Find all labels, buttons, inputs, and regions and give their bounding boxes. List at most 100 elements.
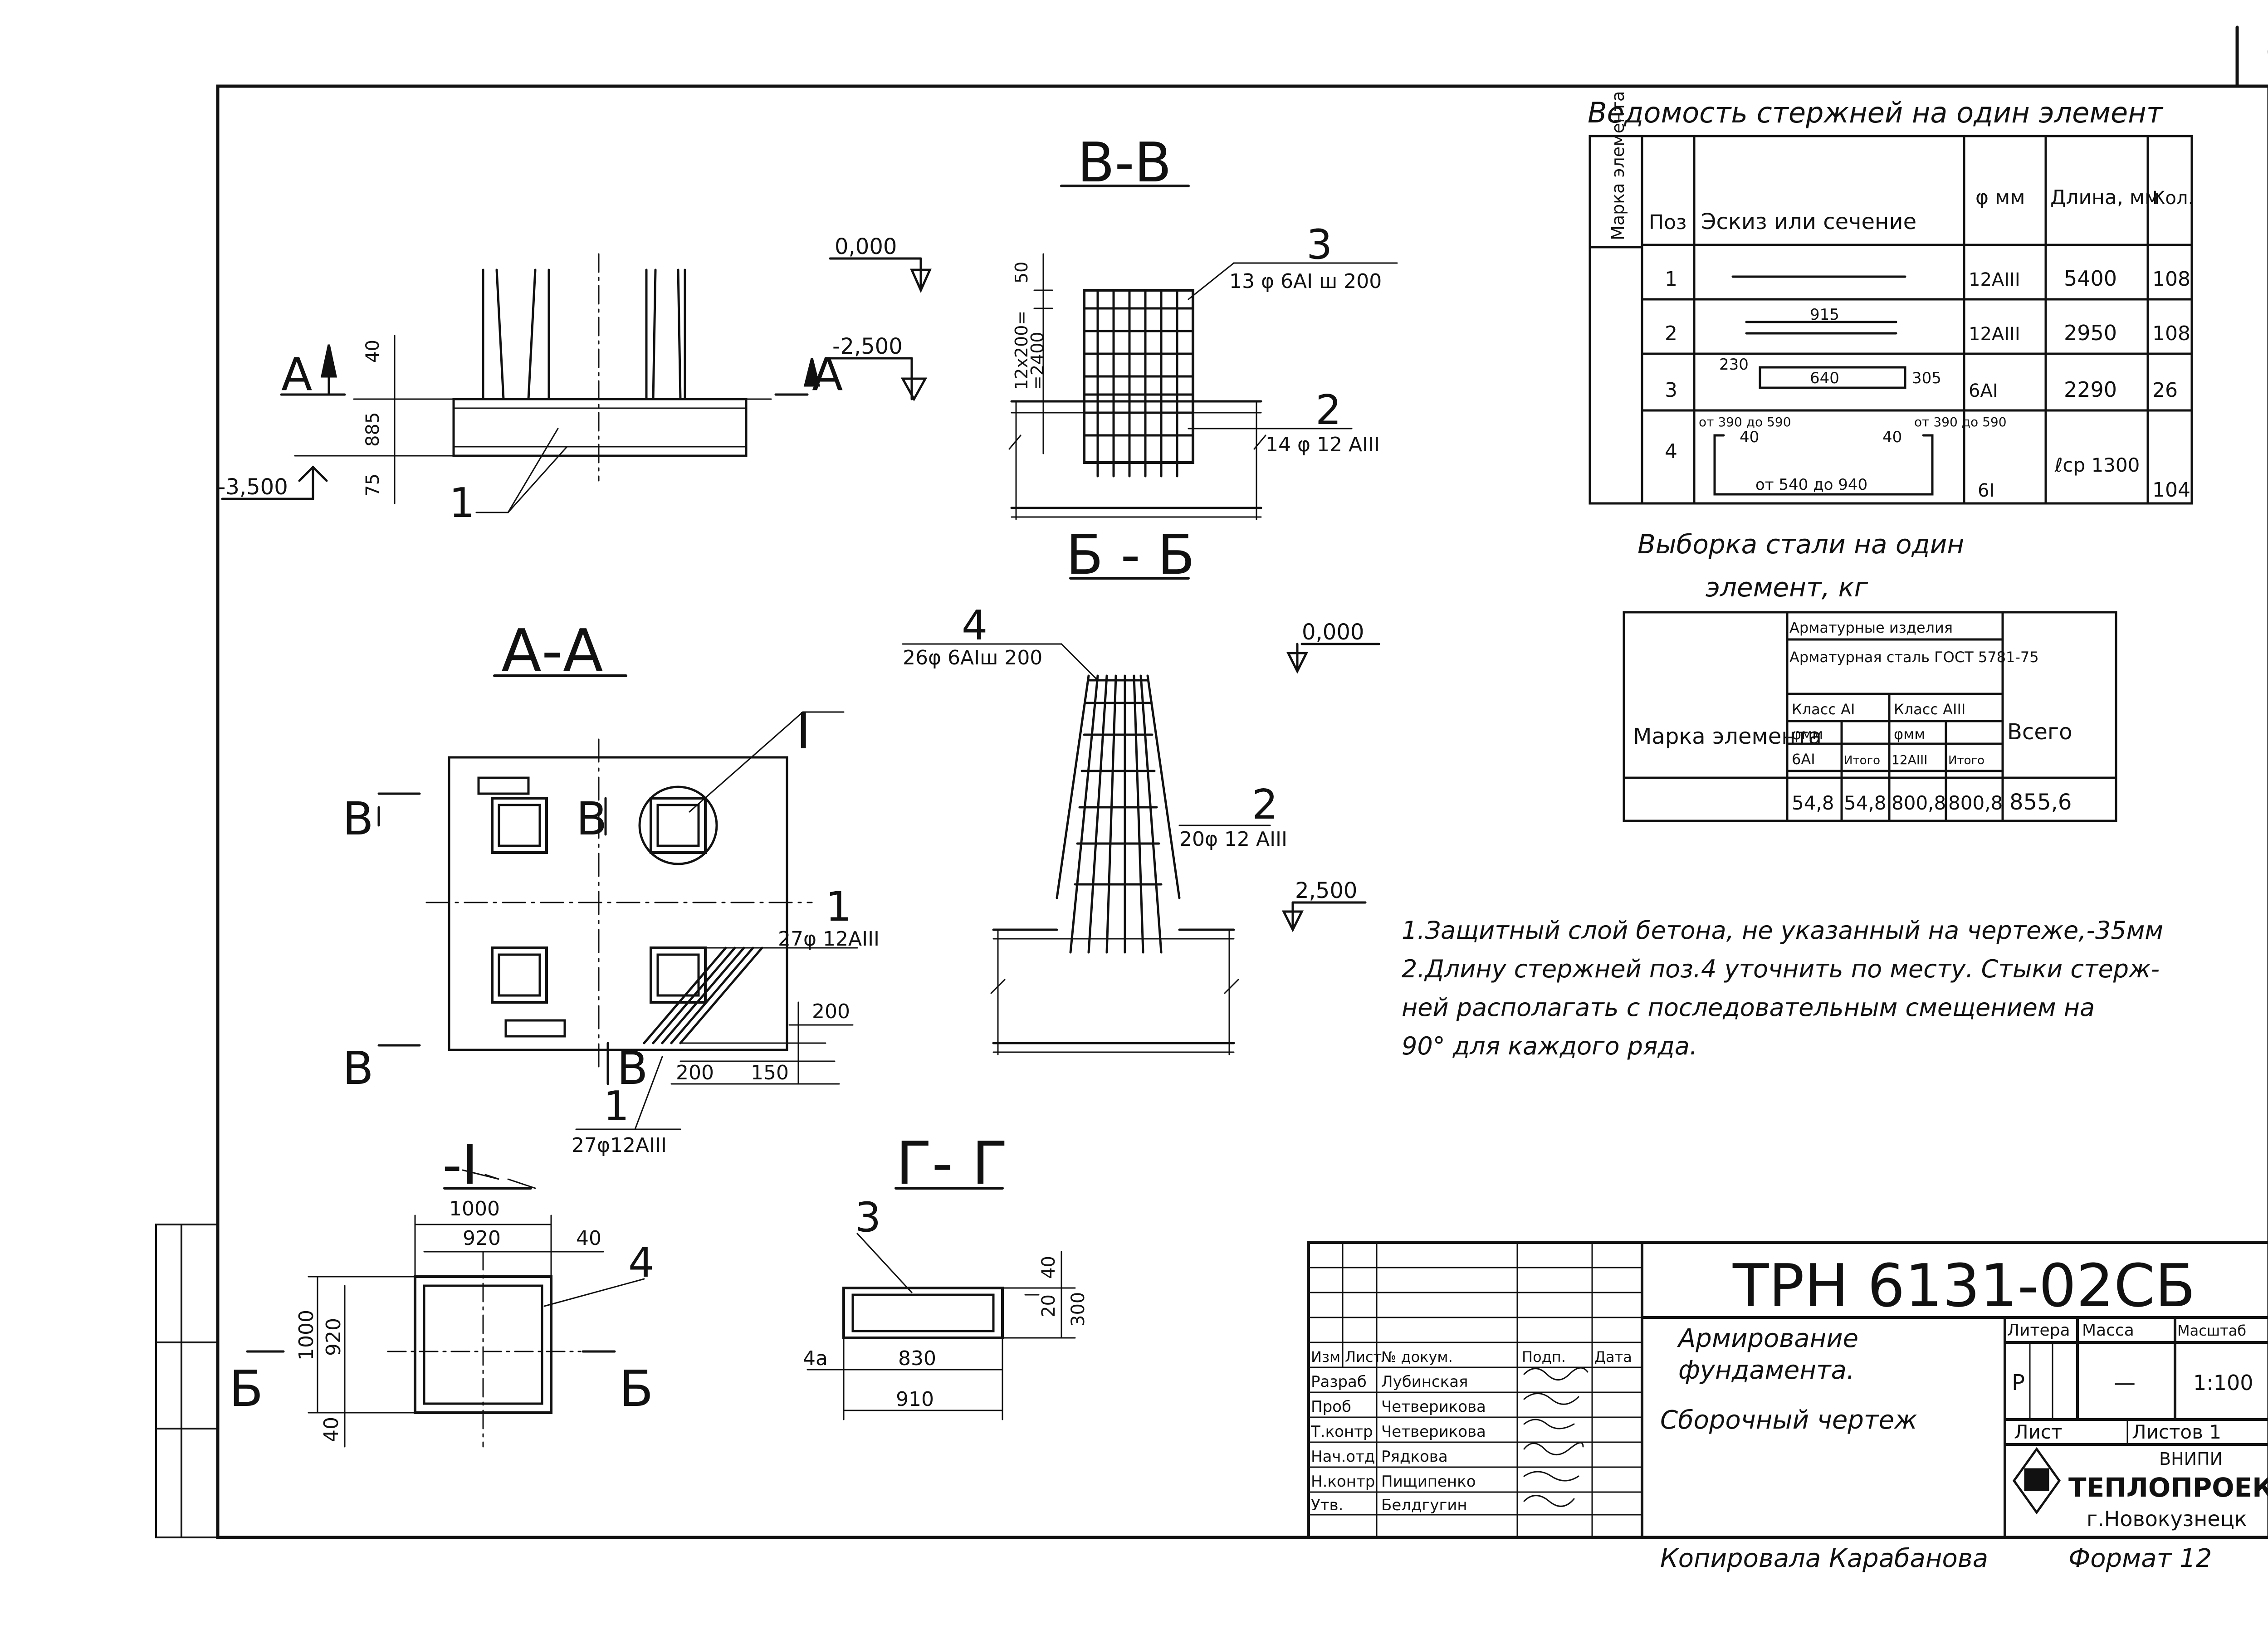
marker-b-right: Б	[619, 1360, 653, 1418]
detail-title: -I	[442, 1134, 478, 1197]
rebar-row-2-length: 2950	[2064, 321, 2117, 345]
page-number: 9	[2266, 38, 2268, 76]
dim-50: 50	[1012, 262, 1031, 283]
tb-header-list: Лист	[1345, 1348, 1382, 1366]
rebar-header-mark: Марка элемента	[1608, 91, 1628, 240]
callout-4-detail: 4	[628, 1239, 654, 1287]
dim-920-v: 920	[322, 1318, 345, 1356]
section-title-a-a: А-А	[501, 616, 603, 685]
tb-header-doc: № докум.	[1381, 1348, 1453, 1366]
tb-name-4: Рядкова	[1381, 1448, 1448, 1466]
steel-header-products: Арматурные изделия	[1789, 619, 1953, 636]
tb-name-3: Четверикова	[1381, 1423, 1486, 1441]
sketch-label-bottom: от 540 до 940	[1755, 476, 1867, 494]
rebar-row-3-length: 2290	[2064, 377, 2117, 402]
callout-1-plan-b: 1	[603, 1083, 629, 1130]
dim-20-g: 20	[1038, 1294, 1059, 1317]
marker-v-mid: В	[576, 792, 607, 845]
tb-name-1: Лубинская	[1381, 1373, 1468, 1391]
section-title-g-g: Г- Г	[896, 1129, 1008, 1198]
drawing-name-1: Армирование	[1677, 1324, 1858, 1353]
left-binding-strip	[155, 1224, 219, 1538]
steel-value-itogo-2: 800,8	[1948, 792, 2003, 814]
callout-1-elev: 1	[449, 479, 475, 527]
steel-table-title-2: элемент, кг	[1706, 572, 1868, 603]
tb-header-masshtab: Масштаб	[2177, 1322, 2246, 1339]
rebar-row-3-qty: 26	[2152, 379, 2178, 402]
dim-40-detail: 40	[576, 1227, 601, 1250]
callout-1-plan-b-spec: 27φ12AIII	[572, 1134, 667, 1157]
marker-a-right: А	[812, 348, 843, 401]
section-v-v	[829, 185, 1398, 520]
rebar-row-4-length: ℓср 1300	[2054, 454, 2140, 476]
rebar-header-qty: Кол.	[2152, 188, 2194, 209]
drawing-name-2: фундамента.	[1678, 1356, 1855, 1385]
callout-2b-spec: 20φ 12 AIII	[1179, 828, 1287, 851]
dim-830: 830	[898, 1347, 936, 1370]
callout-3: 3	[1306, 221, 1332, 268]
rebar-header-sketch: Эскиз или сечение	[1701, 209, 1916, 234]
dim-40-g: 40	[1038, 1256, 1059, 1279]
sketch-label-40a: 40	[1740, 428, 1759, 446]
tb-masshtab: 1:100	[2193, 1371, 2253, 1395]
steel-header-itogo-2: Итого	[1948, 754, 1984, 767]
steel-header-steel: Арматурная сталь ГОСТ 5781-75	[1789, 649, 2039, 666]
rebar-row-4-qty: 104	[2152, 478, 2190, 502]
sketch-label-915: 915	[1810, 306, 1839, 324]
dim-40: 40	[362, 340, 383, 363]
note-line-4: 90° для каждого ряда.	[1402, 1032, 1697, 1060]
drawing-name-3: Сборочный чертеж	[1660, 1405, 1917, 1435]
steel-header-total: Всего	[2007, 719, 2072, 745]
rebar-row-1-qty: 108	[2152, 268, 2190, 291]
marker-b-left: Б	[229, 1360, 263, 1418]
footer-format: Формат 12	[2068, 1544, 2212, 1573]
tb-role-1: Разраб	[1311, 1373, 1367, 1391]
rebar-row-2-diam: 12AIII	[1969, 324, 2020, 345]
rebar-table-grid	[1589, 135, 2193, 505]
tb-massa: —	[2114, 1370, 2136, 1395]
tb-name-2: Четверикова	[1381, 1398, 1486, 1416]
elevation-plus-2500: 2,500	[1295, 878, 1357, 903]
sheet-frame	[216, 25, 2268, 1539]
dim-40-v: 40	[320, 1417, 343, 1442]
tb-role-4: Нач.отд	[1311, 1448, 1375, 1466]
steel-header-class-1: Класс AI	[1792, 701, 1855, 718]
plan-a-a	[377, 674, 858, 1130]
tb-list: Лист	[2014, 1421, 2062, 1443]
elevation-minus-3500: -3,500	[218, 474, 288, 500]
dim-12x200: 12x200=	[1012, 311, 1031, 390]
tb-header-izm: Изм	[1311, 1348, 1340, 1366]
elevation-view	[221, 253, 821, 513]
detail-one	[246, 1187, 645, 1448]
tb-name-5: Пищипенко	[1381, 1473, 1476, 1491]
steel-value-12aiii: 800,8	[1892, 792, 1946, 814]
callout-3-g: 3	[855, 1194, 881, 1241]
steel-header-mm-2: φмм	[1894, 726, 1925, 743]
rebar-table-title: Ведомость стержней на один элемент	[1588, 96, 2164, 129]
steel-table-grid	[1623, 611, 2117, 822]
drawing-code: ТРН 6131-02СБ	[1732, 1251, 2195, 1320]
sketch-label-305: 305	[1912, 369, 1941, 387]
dim-40-g-left: 4a	[803, 1347, 828, 1370]
marker-detail-one: I	[796, 702, 811, 760]
steel-header-6ai: 6AI	[1792, 751, 1815, 768]
tb-role-5: Н.контр	[1311, 1473, 1375, 1491]
rebar-row-4-pos: 4	[1665, 440, 1677, 463]
steel-header-mark: Марка элемента	[1633, 724, 1822, 749]
tb-org-3: г.Новокузнецк	[2087, 1507, 2247, 1531]
callout-1-plan-spec: 27φ 12AIII	[778, 927, 880, 951]
tb-header-litera: Литера	[2007, 1321, 2070, 1340]
tb-role-6: Утв.	[1311, 1496, 1343, 1514]
tb-header-massa: Масса	[2082, 1321, 2134, 1340]
callout-3-spec: 13 φ 6AI ш 200	[1229, 270, 1382, 293]
dim-910: 910	[896, 1388, 934, 1411]
rebar-row-2-pos: 2	[1665, 322, 1677, 345]
marker-v-bottom-2: В	[617, 1042, 648, 1095]
steel-header-mm-1: φмм	[1792, 726, 1823, 743]
steel-value-itogo-1: 54,8	[1844, 792, 1887, 814]
rebar-row-4-diam: 6I	[1978, 480, 1994, 501]
section-g-g	[807, 1187, 1076, 1420]
dim-200: 200	[676, 1061, 714, 1084]
tb-role-2: Проб	[1311, 1398, 1351, 1416]
rebar-row-2-qty: 108	[2152, 322, 2190, 345]
